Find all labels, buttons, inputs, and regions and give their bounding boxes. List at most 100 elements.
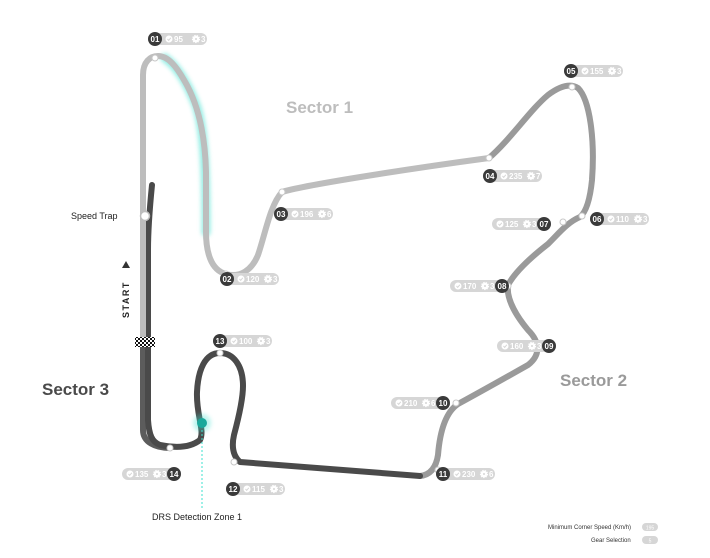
turn-number-badge <box>542 339 556 353</box>
turn-number: 14 <box>170 470 179 479</box>
turn-03[interactable]: 196 6 03 <box>274 188 333 221</box>
turn-min-speed: 110 <box>616 215 629 224</box>
legend-min-speed-label: Minimum Corner Speed (Km/h) <box>548 525 631 531</box>
turn-number-badge <box>274 207 288 221</box>
turn-min-speed: 120 <box>246 275 260 284</box>
turn-number: 02 <box>223 275 232 284</box>
turn-number-badge <box>590 212 604 226</box>
turn-min-speed: 170 <box>463 282 477 291</box>
turn-number: 03 <box>277 210 286 219</box>
speedometer-icon <box>126 470 134 478</box>
speedometer-icon <box>496 220 504 228</box>
speedometer-icon <box>230 337 238 345</box>
speed-trap-marker <box>139 210 151 222</box>
turn-number: 11 <box>439 470 448 479</box>
turn-number-badge <box>436 396 450 410</box>
speedometer-icon <box>501 342 509 350</box>
turn-min-speed: 230 <box>462 470 476 479</box>
turn-min-speed: 95 <box>174 35 183 44</box>
turn-06[interactable]: 110 3 06 <box>578 212 649 226</box>
turn-number: 06 <box>593 215 602 224</box>
turn-gear: 3 <box>490 282 495 291</box>
turn-gear: 3 <box>162 470 167 479</box>
turn-gear: 3 <box>273 275 278 284</box>
speedometer-icon <box>454 282 462 290</box>
turn-info-pill <box>492 218 544 230</box>
turn-number-badge <box>495 279 509 293</box>
turn-min-speed: 160 <box>510 342 524 351</box>
turn-number-badge <box>148 32 162 46</box>
turn-number-badge <box>537 217 551 231</box>
start-arrow-icon <box>122 261 130 268</box>
turn-number-badge <box>220 272 234 286</box>
legend-gear-label: Gear Selection <box>591 538 631 544</box>
sector-3-label: Sector 3 <box>42 380 109 399</box>
speedometer-icon <box>607 215 615 223</box>
speedometer-icon <box>291 210 299 218</box>
speedometer-icon <box>453 470 461 478</box>
turn-02[interactable]: 120 3 02 <box>220 270 279 286</box>
sector-1-label: Sector 1 <box>286 98 353 117</box>
turn-apex-dot <box>216 349 224 357</box>
legend-speed-sample: 195 <box>646 526 655 532</box>
turn-number: 12 <box>229 485 238 494</box>
turn-gear: 7 <box>536 172 541 181</box>
sector-2-label: Sector 2 <box>560 371 627 390</box>
turn-number: 05 <box>567 67 576 76</box>
turn-01[interactable]: 95 3 01 <box>148 32 207 62</box>
turn-min-speed: 210 <box>404 399 418 408</box>
turn-gear: 3 <box>201 35 206 44</box>
turn-apex-dot <box>278 188 286 196</box>
turn-gear: 6 <box>327 210 332 219</box>
turn-number: 09 <box>545 342 554 351</box>
turn-gear: 3 <box>643 215 648 224</box>
turn-min-speed: 196 <box>300 210 314 219</box>
turn-info-pill <box>122 468 174 480</box>
turn-min-speed: 115 <box>252 485 265 494</box>
turn-info-pill <box>450 280 502 292</box>
turn-apex-dot <box>166 444 174 452</box>
turn-number-badge <box>436 467 450 481</box>
turn-number-badge <box>226 482 240 496</box>
turn-apex-dot <box>485 154 493 162</box>
drs-detection-dot <box>197 418 207 428</box>
turn-min-speed: 100 <box>239 337 253 346</box>
turn-number-badge <box>483 169 497 183</box>
legend-gear-pill <box>642 536 658 544</box>
turn-info-pill <box>391 397 443 409</box>
turn-gear: 3 <box>266 337 271 346</box>
turn-apex-dot <box>559 218 567 226</box>
turn-number: 10 <box>439 399 448 408</box>
sector-3-track <box>140 182 423 479</box>
speedometer-icon <box>581 67 589 75</box>
turn-min-speed: 135 <box>135 470 149 479</box>
turn-gear: 6 <box>431 399 436 408</box>
turn-number: 01 <box>151 35 160 44</box>
turn-number-badge <box>167 467 181 481</box>
speedometer-icon <box>395 399 403 407</box>
turn-apex-dot <box>568 83 576 91</box>
turn-min-speed: 125 <box>505 220 519 229</box>
sector-1-track <box>140 53 492 278</box>
turn-apex-dot <box>452 399 460 407</box>
legend-speed-pill <box>642 523 658 531</box>
turn-apex-dot <box>230 458 238 466</box>
speedometer-icon <box>165 35 173 43</box>
speed-trap-label: Speed Trap <box>71 211 118 221</box>
speedometer-icon <box>500 172 508 180</box>
legend: Minimum Corner Speed (Km/h) 195 Gear Sel… <box>548 523 658 545</box>
start-finish-line <box>135 337 155 347</box>
turn-gear: 3 <box>537 342 542 351</box>
